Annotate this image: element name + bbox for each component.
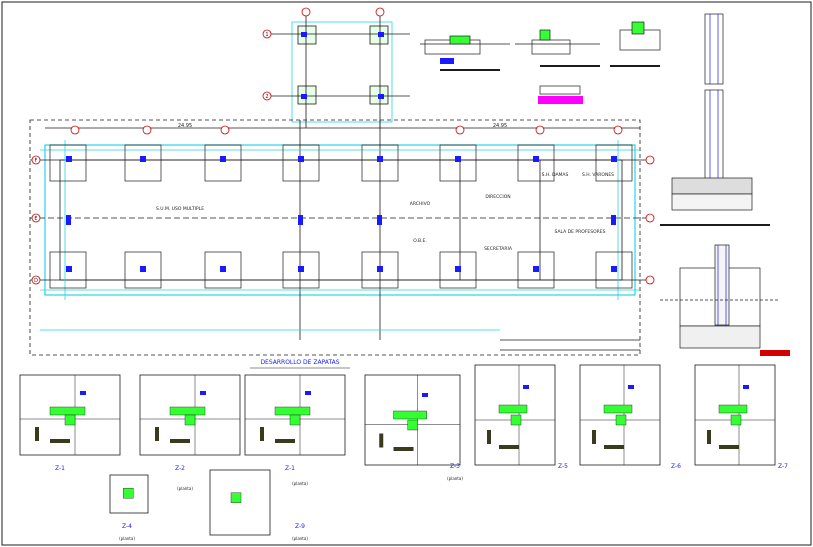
axis-number-1: 1 <box>265 32 268 38</box>
dimension-label-left: 24.95 <box>178 123 192 129</box>
plan-columns <box>66 156 617 272</box>
room-sh-men: S.H. VARONES <box>582 172 614 178</box>
footing-panel: Z-2 <box>139 374 241 472</box>
footing-sublabel: (planta) <box>292 481 308 486</box>
footing-label: Z-4 <box>122 523 132 530</box>
footing-panel: Z-7 <box>694 364 788 470</box>
footing-panel-small: Z-4 <box>109 474 149 530</box>
dimension-labels: 24.95 24.95 <box>178 123 507 129</box>
axis-letter-e: E <box>34 216 37 222</box>
footing-label: Z-1 <box>55 465 65 472</box>
upper-core-plan <box>270 14 410 128</box>
footing-label: Z-1 <box>285 465 295 472</box>
footing-details: Z-1 Z-2 Z-1 Z-3 Z-5 Z-6 Z-7Z-4 Z-9 (planta) (plan… <box>19 364 788 541</box>
footing-label: Z-9 <box>295 523 305 530</box>
axis-letter-f: F <box>35 158 38 164</box>
footing-sublabel: (planta) <box>119 536 135 541</box>
axis-number-2: 2 <box>265 94 268 100</box>
room-obe: O.B.E. <box>413 238 427 244</box>
room-secretary: SECRETARIA <box>484 246 513 252</box>
axis-letters: F E D 1 2 <box>34 32 269 284</box>
footing-panel: Z-6 <box>579 364 681 470</box>
room-sh-ladies: S.H. DAMAS <box>542 172 569 178</box>
room-direction: DIRECCION <box>485 194 510 200</box>
footing-panel: Z-1 <box>19 374 121 472</box>
footing-section <box>660 244 790 356</box>
room-professors: SALA DE PROFESORES <box>555 229 606 235</box>
footing-panel: Z-3 <box>364 374 461 470</box>
footings-section-title: DESARROLLO DE ZAPATAS <box>260 359 339 366</box>
dimension-label-right: 24.95 <box>493 123 507 129</box>
footing-label: Z-2 <box>175 465 185 472</box>
footing-label: Z-6 <box>671 463 681 470</box>
room-labels: S.U.M. USO MULTIPLE ARCHIVO DIRECCION SA… <box>156 172 614 252</box>
footing-sublabel: (planta) <box>447 476 463 481</box>
footing-label: Z-5 <box>558 463 568 470</box>
axis-bubble-icon <box>262 7 385 101</box>
column-elevation <box>660 13 770 226</box>
axis-letter-d: D <box>34 278 38 284</box>
plan-footings <box>49 144 633 289</box>
footing-label: Z-7 <box>778 463 788 470</box>
room-multipurpose: S.U.M. USO MULTIPLE <box>156 206 204 212</box>
room-archive: ARCHIVO <box>410 201 431 207</box>
footing-panel-small: Z-9 <box>209 469 305 536</box>
footing-panel: Z-5 <box>474 364 568 470</box>
main-plan <box>29 119 650 356</box>
footing-sublabel: (planta) <box>177 486 193 491</box>
detail-group-top <box>420 21 661 104</box>
footing-label: Z-3 <box>450 463 460 470</box>
plan-axis-bubbles <box>31 125 655 285</box>
footing-sublabel: (planta) <box>292 536 308 541</box>
footing-panel: Z-1 <box>244 374 346 472</box>
